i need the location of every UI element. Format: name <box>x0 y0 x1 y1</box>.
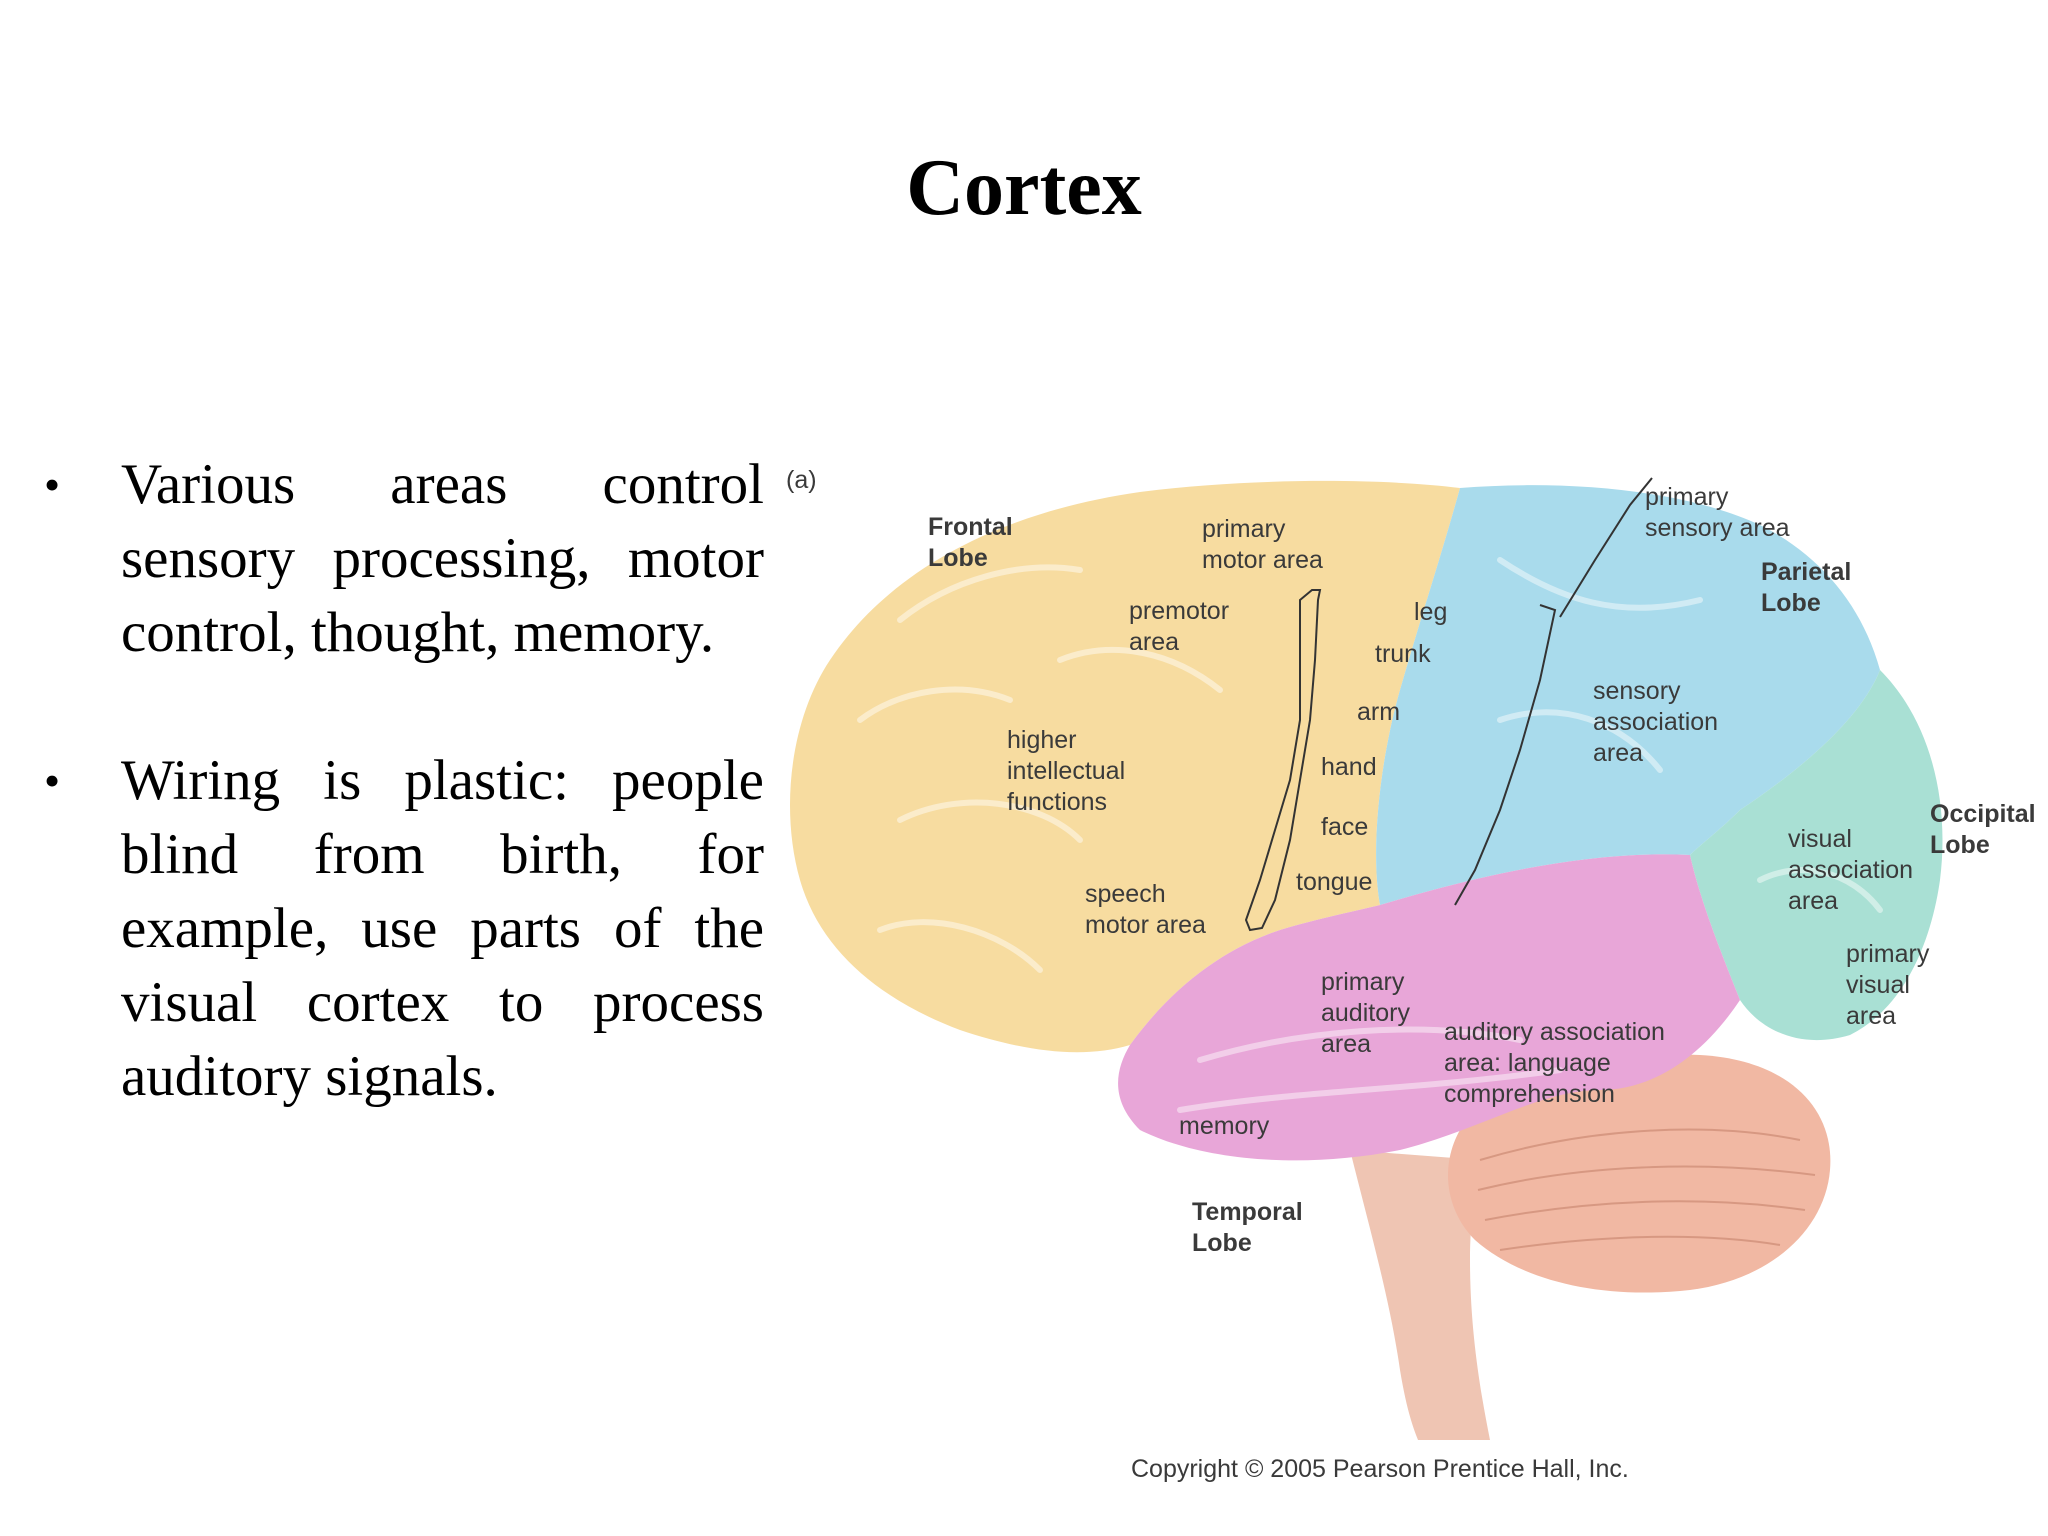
sensory-association-area-label: sensory association area <box>1593 677 1725 767</box>
occipital-lobe-region <box>1690 670 1943 1041</box>
body-map-trunk: trunk <box>1375 640 1431 668</box>
primary-sensory-area-label: primary sensory area <box>1645 483 1790 542</box>
parietal-lobe-region <box>1376 485 1880 905</box>
bullet-text: Various areas control sensory processing… <box>121 453 764 664</box>
bullet-item: • Various areas control sensory processi… <box>44 448 764 670</box>
bullet-dot-icon: • <box>44 459 61 510</box>
bullet-item: • Wiring is plastic: people blind from b… <box>44 744 764 1114</box>
speech-motor-area-label: speech motor area <box>1085 880 1206 939</box>
bullet-text: Wiring is plastic: people blind from bir… <box>121 749 764 1108</box>
memory-area-label: memory <box>1179 1112 1270 1140</box>
cerebellum-folia <box>1477 1128 1816 1251</box>
copyright-notice: Copyright © 2005 Pearson Prentice Hall, … <box>1131 1455 1629 1483</box>
bullet-list: • Various areas control sensory processi… <box>44 448 764 1114</box>
cerebellum-region <box>1448 1054 1831 1293</box>
temporal-lobe-region <box>1118 854 1740 1161</box>
panel-label: (a) <box>786 466 817 494</box>
frontal-lobe-region <box>790 480 1460 1053</box>
premotor-area-label: premotor area <box>1129 597 1236 656</box>
auditory-association-area-label: auditory association area: language comp… <box>1444 1018 1672 1108</box>
primary-motor-area-label: primary motor area <box>1202 515 1323 574</box>
higher-intellectual-functions-label: higher intellectual functions <box>1007 726 1132 816</box>
body-map-arm: arm <box>1357 698 1400 726</box>
bullet-dot-icon: • <box>44 755 61 806</box>
slide-title: Cortex <box>906 144 1142 232</box>
temporal-lobe-label: Temporal Lobe <box>1192 1198 1310 1257</box>
gyri-texture <box>857 557 1883 1113</box>
parietal-lobe-label: Parietal Lobe <box>1761 558 1858 617</box>
body-map-face: face <box>1321 813 1368 841</box>
brainstem-region <box>1350 1150 1490 1440</box>
body-map-hand: hand <box>1321 753 1377 781</box>
strip-pointer-lines <box>1244 477 1653 932</box>
occipital-lobe-label: Occipital Lobe <box>1930 800 2043 859</box>
primary-auditory-area-label: primary auditory area <box>1321 968 1417 1058</box>
visual-association-area-label: visual association area <box>1788 825 1920 915</box>
body-map-tongue: tongue <box>1296 868 1372 896</box>
primary-visual-area-label: primary visual area <box>1846 940 1936 1030</box>
body-map-leg: leg <box>1414 598 1447 626</box>
frontal-lobe-label: Frontal Lobe <box>928 513 1020 572</box>
